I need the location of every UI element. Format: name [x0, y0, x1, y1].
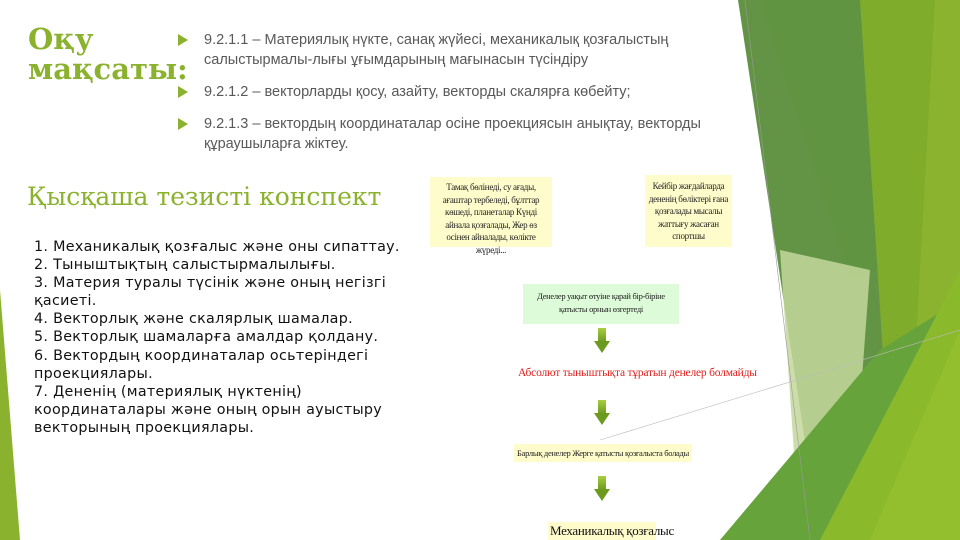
title-line-2: мақсаты:	[28, 52, 188, 86]
down-arrow-icon	[594, 328, 610, 354]
objective-item: 9.2.1.3 – вектордың координаталар осіне …	[178, 114, 758, 154]
outline-item: 6. Вектордың координаталар осьтеріндегі …	[34, 347, 369, 382]
title-line-1: Оқу	[28, 22, 94, 56]
outline-item: 4. Векторлық және скалярлық шамалар.	[34, 311, 353, 328]
left-accent-shape	[0, 290, 20, 540]
triangle-bullet-icon	[178, 34, 188, 46]
section-subtitle: Қысқаша тезисті конспект	[27, 182, 382, 211]
outline-list: 1. Механикалық қозғалыс және оны сипатта…	[34, 238, 434, 437]
flowchart-box-mechanical-motion: Механикалық қозғалыс	[548, 522, 674, 540]
outline-item: 1. Механикалық қозғалыс және оны сипатта…	[34, 239, 400, 255]
down-arrow-icon	[594, 476, 610, 502]
flowchart-box-position-change: Денелер уақыт өтуіне қарай бір-біріне қа…	[523, 284, 679, 324]
objective-item: 9.2.1.1 – Материялық нүкте, санақ жүйесі…	[178, 30, 758, 70]
flowchart-box-motion-relative-earth: Барлық денелер Жерге қатысты қозғалыста …	[514, 444, 692, 462]
outline-item: 5. Векторлық шамаларға амалдар қолдану.	[34, 329, 379, 346]
objective-text: 9.2.1.1 – Материялық нүкте, санақ жүйесі…	[204, 32, 669, 68]
objective-text: 9.2.1.3 – вектордың координаталар осіне …	[204, 116, 701, 152]
objective-item: 9.2.1.2 – векторларды қосу, азайту, вект…	[178, 82, 758, 102]
flowchart-box-body-parts: Кейбір жағдайларда дененің бөліктері ған…	[645, 175, 732, 247]
triangle-bullet-icon	[178, 118, 188, 130]
outline-item: 7. Дененің (материялық нүктенің) координ…	[34, 383, 383, 436]
flowchart-statement-no-absolute-rest: Абсолют тыныштықта тұратын денелер болма…	[518, 367, 757, 379]
slide-title: Оқу мақсаты:	[28, 24, 188, 84]
objective-text: 9.2.1.2 – векторларды қосу, азайту, вект…	[204, 84, 631, 100]
outline-item: 3. Материя туралы түсінік және оның негі…	[34, 275, 386, 310]
objectives-list: 9.2.1.1 – Материялық нүкте, санақ жүйесі…	[178, 30, 758, 166]
outline-item: 2. Тыныштықтың салыстырмалылығы.	[34, 257, 336, 274]
triangle-bullet-icon	[178, 86, 188, 98]
flowchart-box-examples: Тамақ бөлінеді, су ағады, ағаштар тербел…	[430, 177, 552, 255]
down-arrow-icon	[594, 400, 610, 426]
